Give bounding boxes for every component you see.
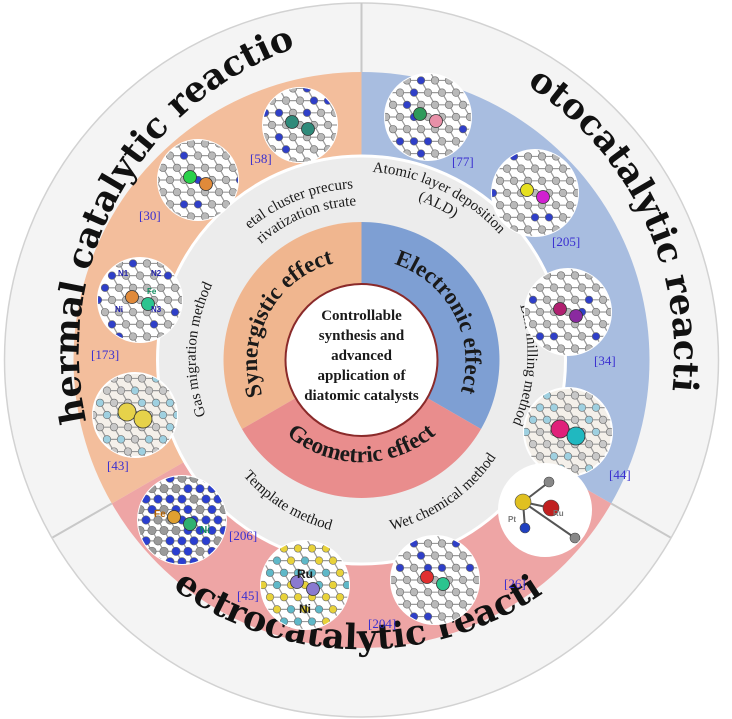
ref-label-58: [58] bbox=[250, 151, 272, 166]
ref-label-77: [77] bbox=[452, 154, 474, 169]
molecule-thumbnail bbox=[97, 257, 183, 343]
atom-label-ni: Ni bbox=[200, 525, 210, 536]
ref-label-205: [205] bbox=[552, 234, 580, 249]
molecule-thumbnail bbox=[157, 139, 239, 221]
atom-label-ru: Ru bbox=[297, 567, 313, 581]
ref-label-43: [43] bbox=[107, 458, 129, 473]
atom-label-fe: Fe bbox=[154, 509, 166, 520]
ref-label-45: [45] bbox=[237, 588, 259, 603]
ref-label-26: [26] bbox=[504, 576, 526, 591]
atom-label-ru-2: Ru bbox=[553, 509, 564, 518]
center-line-4: application of bbox=[318, 368, 407, 384]
ref-label-206: [206] bbox=[229, 528, 257, 543]
ref-label-173: [173] bbox=[91, 347, 119, 362]
molecule-thumbnail bbox=[498, 463, 592, 557]
atom-label-ni-3: Ni bbox=[115, 305, 123, 314]
atom-label-n2: N2 bbox=[151, 269, 162, 278]
atom-label-n1: N1 bbox=[118, 269, 129, 278]
ref-label-204: [204] bbox=[368, 616, 396, 631]
center-circle bbox=[284, 283, 439, 437]
ref-label-34: [34] bbox=[594, 353, 616, 368]
atom-label-fe-2: Fe bbox=[147, 287, 157, 296]
molecule-thumbnail bbox=[262, 87, 338, 163]
ref-label-30: [30] bbox=[139, 208, 161, 223]
center-line-3: advanced bbox=[331, 348, 393, 364]
center-line-1: Controllable bbox=[321, 308, 402, 324]
center-line-2: synthesis and bbox=[319, 328, 405, 344]
molecule-thumbnails bbox=[92, 73, 613, 630]
molecule-thumbnail bbox=[390, 535, 480, 625]
atom-label-ni-2: Ni bbox=[299, 602, 311, 616]
ref-label-44: [44] bbox=[609, 467, 631, 482]
molecule-thumbnail bbox=[92, 372, 178, 458]
atom-label-n3: N3 bbox=[151, 305, 162, 314]
atom-label-pt: Pt bbox=[508, 515, 516, 524]
center-line-5: diatomic catalysts bbox=[304, 388, 419, 404]
